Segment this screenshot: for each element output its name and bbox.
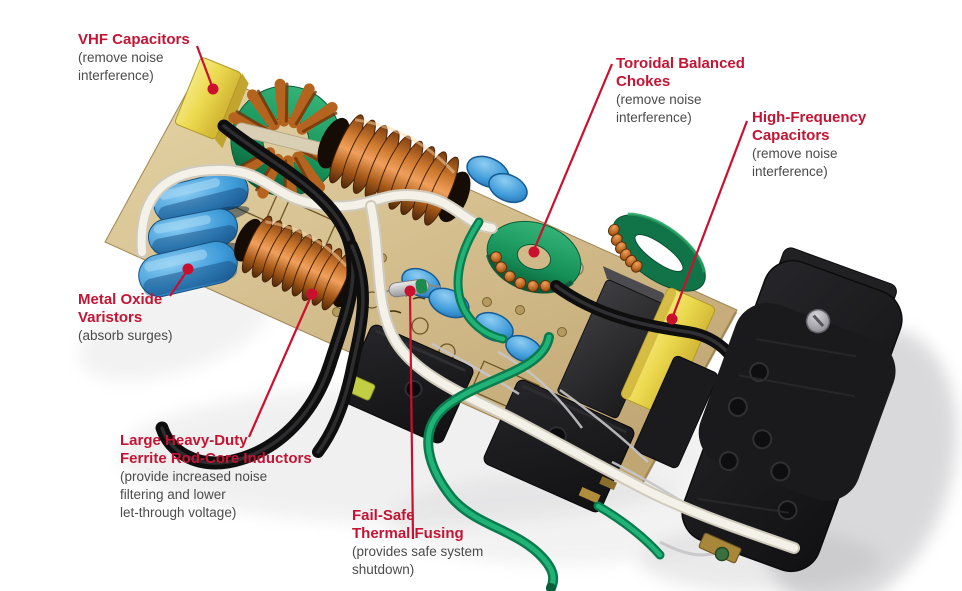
leader-dots [182,83,678,325]
green-wire-arc [453,217,508,344]
leader-thermal-fusing [408,292,415,540]
dot-thermal-fusing [404,285,416,297]
dot-ferrite-inductors [306,288,318,300]
label-title-ferrite-inductors: Large Heavy-Duty Ferrite Rod-Core Induct… [120,432,312,467]
label-desc-toroidal-chokes: (remove noise interference) [616,92,702,125]
label-hf-capacitors: High-Frequency Capacitors (remove noise … [752,109,866,181]
label-thermal-fusing: Fail-Safe Thermal Fusing (provides safe … [352,507,483,579]
black-wire-loop [155,119,369,470]
label-toroidal-chokes: Toroidal Balanced Chokes (remove noise i… [616,55,745,127]
label-title-hf-capacitors: High-Frequency Capacitors [752,109,867,144]
white-wire-upper [135,163,498,258]
leader-hf-capacitors [671,120,749,317]
label-title-vhf-capacitors: VHF Capacitors [78,31,190,48]
dot-hf-capacitors [666,313,678,325]
leader-metal-oxide-varistors [169,270,188,297]
ferrite-inductor-lower [234,215,360,311]
white-wire-long [365,200,800,554]
label-desc-hf-capacitors: (remove noise interference) [752,146,838,179]
toroidal-choke-right [607,212,706,292]
dot-toroidal-chokes [528,246,540,258]
label-title-toroidal-chokes: Toroidal Balanced Chokes [616,55,745,90]
leader-lines [169,45,749,540]
label-desc-metal-oxide-varistors: (absorb surges) [78,328,173,343]
label-desc-vhf-capacitors: (remove noise interference) [78,50,164,83]
switch-terminal-clip [659,532,742,564]
label-vhf-capacitors: VHF Capacitors (remove noise interferenc… [78,31,190,85]
label-title-metal-oxide-varistors: Metal Oxide Varistors [78,291,163,326]
dot-vhf-capacitors [207,83,219,95]
leader-ferrite-inductors [247,295,313,438]
label-ferrite-inductors: Large Heavy-Duty Ferrite Rod-Core Induct… [120,432,312,522]
label-desc-thermal-fusing: (provides safe system shutdown) [352,544,484,577]
label-title-thermal-fusing: Fail-Safe Thermal Fusing [352,507,464,542]
label-desc-ferrite-inductors: (provide increased noise filtering and l… [120,469,268,520]
label-metal-oxide-varistors: Metal Oxide Varistors (absorb surges) [78,291,173,345]
green-wire-main [423,332,665,591]
leader-toroidal-chokes [532,63,614,251]
power-switch [681,247,903,572]
dot-metal-oxide-varistors [182,263,194,275]
leader-vhf-capacitors [195,45,214,87]
